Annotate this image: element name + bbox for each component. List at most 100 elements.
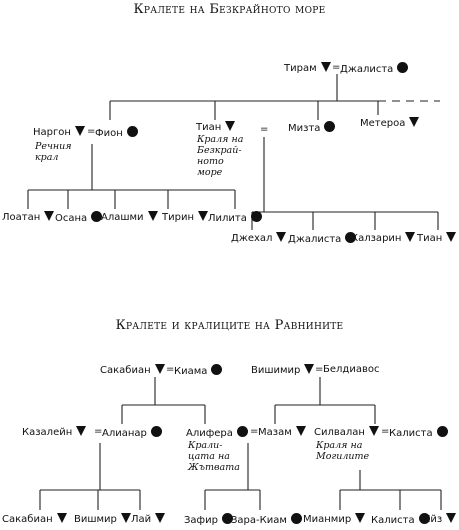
name-dzhalista-child: Джалиста	[288, 234, 342, 245]
person-eyz: Ейз	[424, 513, 457, 526]
plains-kings-title: Кралете и кралиците на Равнините	[115, 318, 344, 333]
person-vishmir: Вишмир	[74, 513, 131, 526]
female-circle-icon	[436, 426, 448, 437]
person-lay: Лай	[131, 513, 166, 526]
name-tiram: Тирам	[284, 63, 317, 74]
person-meteroa: Метероа	[360, 117, 420, 130]
name-zafir: Зафир	[184, 515, 218, 526]
name-nargon: Наргон	[33, 127, 71, 138]
silvalan-note-line: Могилите	[316, 451, 370, 462]
marriage-sign: =	[87, 126, 96, 137]
female-circle-icon	[211, 364, 223, 375]
silvalan-note: Краля на Могилите	[316, 440, 369, 462]
tian-note-line: море	[197, 167, 223, 178]
name-dzhalista-top: Джалиста	[340, 64, 394, 75]
male-triangle-icon	[120, 513, 131, 523]
marriage-sign: =	[260, 124, 269, 135]
male-triangle-icon	[154, 364, 165, 374]
name-osana: Осана	[55, 213, 88, 224]
male-triangle-icon	[295, 426, 306, 436]
person-tiram: Тирам	[284, 62, 331, 75]
name-lilita: Лилита	[208, 213, 247, 224]
nargon-note-line: крал	[35, 152, 59, 163]
name-kalista: Калиста	[389, 428, 433, 439]
male-triangle-icon	[368, 426, 379, 436]
person-kalista: Калиста	[389, 426, 448, 440]
marriage-sign: =	[381, 426, 390, 437]
name-zara-kiam: Зара-Киам	[231, 515, 287, 526]
tian-note-line: Безкрай-	[197, 145, 242, 156]
name-sakabian: Сакабиан	[100, 365, 151, 376]
person-dzhalista-top: Джалиста	[340, 62, 409, 76]
alifera-note-line: Жътвата	[188, 462, 240, 473]
male-triangle-icon	[74, 126, 85, 136]
male-triangle-icon	[405, 232, 416, 242]
female-circle-icon	[345, 232, 357, 243]
person-alianar: Алианар	[102, 426, 162, 440]
name-vishmir: Вишмир	[74, 514, 117, 525]
alifera-note: Крали- цата на Жътвата	[188, 440, 240, 473]
person-lilita: Лилита	[208, 211, 262, 225]
male-triangle-icon	[446, 232, 457, 242]
person-mazam: Мазам	[258, 426, 306, 439]
name-kiama: Киама	[174, 366, 208, 377]
name-mazam: Мазам	[258, 427, 292, 438]
name-tian: Тиан	[196, 122, 222, 133]
person-nargon: Наргон	[33, 126, 85, 139]
person-silvalan: Силвалан	[314, 426, 379, 439]
female-circle-icon	[91, 211, 103, 222]
name-kalista-child: Калиста	[371, 515, 415, 526]
alifera-note-line: цата на	[188, 451, 230, 462]
person-dzhehal: Джехал	[231, 232, 287, 245]
person-kalzarin: Калзарин	[351, 232, 416, 245]
marriage-sign: =	[166, 364, 175, 375]
female-circle-icon	[250, 211, 262, 222]
person-vishimir: Вишимир	[251, 364, 315, 377]
male-triangle-icon	[76, 426, 87, 436]
silvalan-note-line: Краля на	[316, 440, 363, 451]
person-loatan: Лоатан	[2, 211, 55, 224]
male-triangle-icon	[409, 117, 420, 127]
name-kalzarin: Калзарин	[351, 233, 402, 244]
marriage-sign: =	[94, 426, 103, 437]
male-triangle-icon	[56, 513, 67, 523]
marriage-sign: =	[332, 62, 341, 73]
male-triangle-icon	[225, 121, 236, 131]
female-circle-icon	[150, 426, 162, 437]
tian-note-line: ното	[197, 156, 224, 167]
female-circle-icon	[290, 513, 302, 524]
name-meteroa: Метероа	[360, 118, 406, 129]
male-triangle-icon	[276, 232, 287, 242]
name-vishimir: Вишимир	[251, 365, 301, 376]
person-fion: Фион	[95, 126, 138, 140]
male-triangle-icon	[446, 513, 457, 523]
person-kiama: Киама	[174, 364, 223, 378]
nargon-note: Речния крал	[35, 141, 72, 163]
male-triangle-icon	[147, 211, 158, 221]
person-dzhalista-child: Джалиста	[288, 232, 357, 246]
alifera-note-line: Крали-	[188, 440, 223, 451]
person-mianmir: Мианмир	[303, 513, 366, 526]
person-zara-kiam: Зара-Киам	[231, 513, 302, 527]
name-tian-child: Тиан	[417, 233, 443, 244]
female-circle-icon	[236, 426, 248, 437]
name-silvalan: Силвалан	[314, 427, 365, 438]
female-circle-icon	[418, 513, 430, 524]
person-mizta: Мизта	[288, 121, 336, 135]
name-alianar: Алианар	[102, 428, 147, 439]
male-triangle-icon	[320, 62, 331, 72]
name-eyz: Ейз	[424, 514, 443, 525]
person-alifera: Алифера	[186, 426, 248, 440]
person-tian: Тиан	[196, 121, 236, 134]
person-kazaleyn: Казалейн	[22, 426, 87, 439]
male-triangle-icon	[44, 211, 55, 221]
name-alifera: Алифера	[186, 428, 233, 439]
name-lay: Лай	[131, 514, 152, 525]
name-sakabian-child: Сакабиан	[2, 514, 53, 525]
person-tian-child: Тиан	[417, 232, 457, 245]
female-circle-icon	[324, 121, 336, 132]
female-circle-icon	[221, 513, 233, 524]
name-mianmir: Мианмир	[303, 514, 352, 525]
